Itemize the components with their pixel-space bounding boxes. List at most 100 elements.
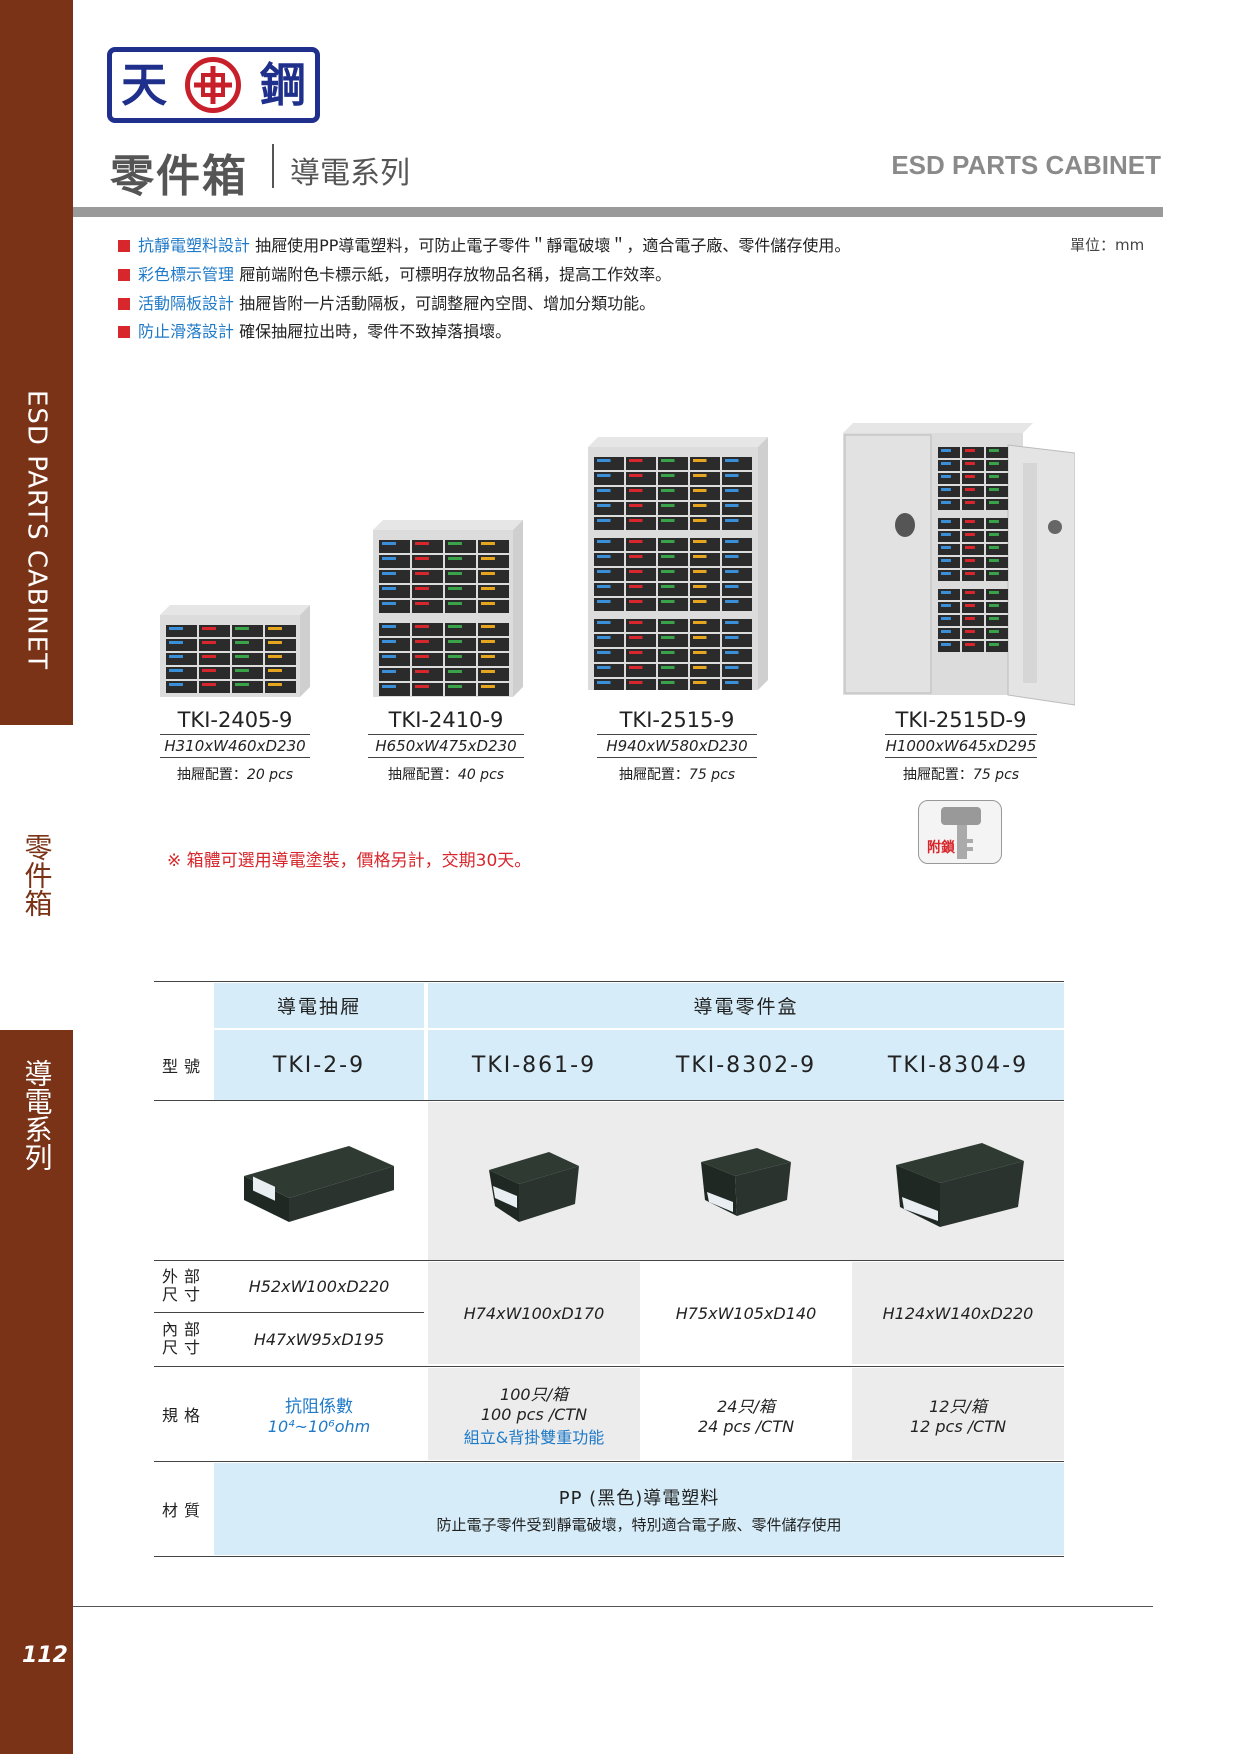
box-8304-spec: 12只/箱 12 pcs /CTN: [852, 1368, 1064, 1460]
drawer-front: [594, 487, 624, 500]
drawer-front: [379, 585, 410, 598]
drawer-front: [445, 683, 476, 696]
drawer-front: [722, 538, 752, 551]
drawer-label: [941, 488, 951, 491]
drawer-front: [626, 649, 656, 662]
drawer-front: [938, 628, 960, 639]
drawer-front: [722, 472, 752, 485]
drawer-front: [199, 667, 230, 679]
drawer-front: [594, 502, 624, 515]
drawer-label: [629, 666, 643, 669]
drawer-front: [265, 639, 296, 651]
drawer-label: [629, 600, 643, 603]
drawer-front: [938, 570, 960, 581]
drawer-front: [445, 623, 476, 636]
drawer-front: [722, 553, 752, 566]
drawer-front: [722, 619, 752, 632]
drawer-front: [478, 638, 509, 651]
drawer-front: [722, 568, 752, 581]
drawer-label: [989, 488, 999, 491]
drawer-front: [690, 457, 720, 470]
drawer-label: [415, 625, 429, 628]
drawer-label: [448, 542, 462, 545]
drawer-label: [693, 474, 707, 477]
drawer-front: [379, 668, 410, 681]
drawer-label: [693, 651, 707, 654]
feature-head: 活動隔板設計: [138, 294, 235, 313]
product-count: 抽屜配置：75 pcs: [902, 767, 1020, 783]
drawer-label: [725, 504, 739, 507]
sidebar-bottom-block: [0, 1030, 73, 1754]
drawer-label: [725, 519, 739, 522]
drawer-label: [597, 666, 611, 669]
drawer-label: [693, 681, 707, 684]
feature-body: 確保抽屜拉出時，零件不致掉落損壞。: [239, 322, 512, 341]
drawer-label: [965, 572, 975, 575]
drawer-front: [412, 623, 443, 636]
drawer-label: [989, 520, 999, 523]
drawer-label: [941, 559, 951, 562]
drawer-label: [661, 570, 675, 573]
drawer-label: [382, 670, 396, 673]
drawer-front: [379, 600, 410, 613]
drawer-label: [941, 475, 951, 478]
drawer-front: [962, 557, 984, 568]
drawer-label: [448, 655, 462, 658]
drawer-label: [202, 627, 216, 630]
drawer-label: [597, 489, 611, 492]
product-dim: H650xW475xD230: [368, 734, 524, 758]
drawer-label: [415, 557, 429, 560]
drawer-label: [629, 474, 643, 477]
drawer-label: [941, 546, 951, 549]
drawer-front: [379, 555, 410, 568]
drawer-label: [382, 640, 396, 643]
product-count: 抽屜配置：20 pcs: [176, 767, 294, 783]
drawer-front: [626, 502, 656, 515]
drawer-front: [265, 625, 296, 637]
drawer-label: [965, 488, 975, 491]
drawer-front: [379, 638, 410, 651]
drawer-front: [412, 668, 443, 681]
drawer-front: [658, 517, 688, 530]
drawer-front: [478, 683, 509, 696]
drawer-front: [962, 518, 984, 529]
drawer-front: [232, 639, 263, 651]
drawer-label: [965, 501, 975, 504]
box-8302-image: [701, 1148, 791, 1216]
feature-body: 抽屜使用PP導電塑料，可防止電子零件＂靜電破壞＂，適合電子廠、零件儲存使用。: [255, 236, 851, 255]
drawer-image: [244, 1146, 394, 1222]
drawer-front: [265, 681, 296, 693]
product-count: 抽屜配置：75 pcs: [618, 767, 736, 783]
drawer-front: [265, 653, 296, 665]
drawer-front: [626, 517, 656, 530]
drawer-front: [658, 598, 688, 611]
drawer-label: [597, 555, 611, 558]
brand-logo: 天 鋼: [107, 47, 320, 123]
drawer-label: [661, 474, 675, 477]
drawer-front: [594, 679, 624, 690]
drawer-label: [941, 501, 951, 504]
product-2515d: TKI-2515D-9 H1000xW645xD295 抽屜配置：75 pcs: [885, 708, 1037, 784]
drawer-label: [941, 643, 951, 646]
drawer-inner-dim: H47xW95xD195: [253, 1329, 385, 1349]
feature-body: 屜前端附色卡標示紙，可標明存放物品名稱，提高工作效率。: [239, 265, 672, 284]
drawer-label: [629, 681, 643, 684]
drawer-outer-dim: H52xW100xD220: [248, 1276, 390, 1296]
bullet-square-icon: [118, 326, 130, 338]
drawer-front: [658, 679, 688, 690]
drawer-front: [199, 681, 230, 693]
drawer-front: [658, 502, 688, 515]
drawer-front: [626, 568, 656, 581]
drawer-front: [962, 570, 984, 581]
box-861-image: [489, 1152, 579, 1222]
drawer-front: [986, 589, 1008, 600]
drawer-front: [379, 540, 410, 553]
drawer-label: [629, 459, 643, 462]
drawer-front: [962, 486, 984, 497]
drawer-label: [597, 621, 611, 624]
drawer-front: [722, 679, 752, 690]
drawer-label: [629, 570, 643, 573]
drawer-label: [693, 540, 707, 543]
drawer-label: [629, 651, 643, 654]
box-8304-dim: H124xW140xD220: [852, 1262, 1064, 1364]
